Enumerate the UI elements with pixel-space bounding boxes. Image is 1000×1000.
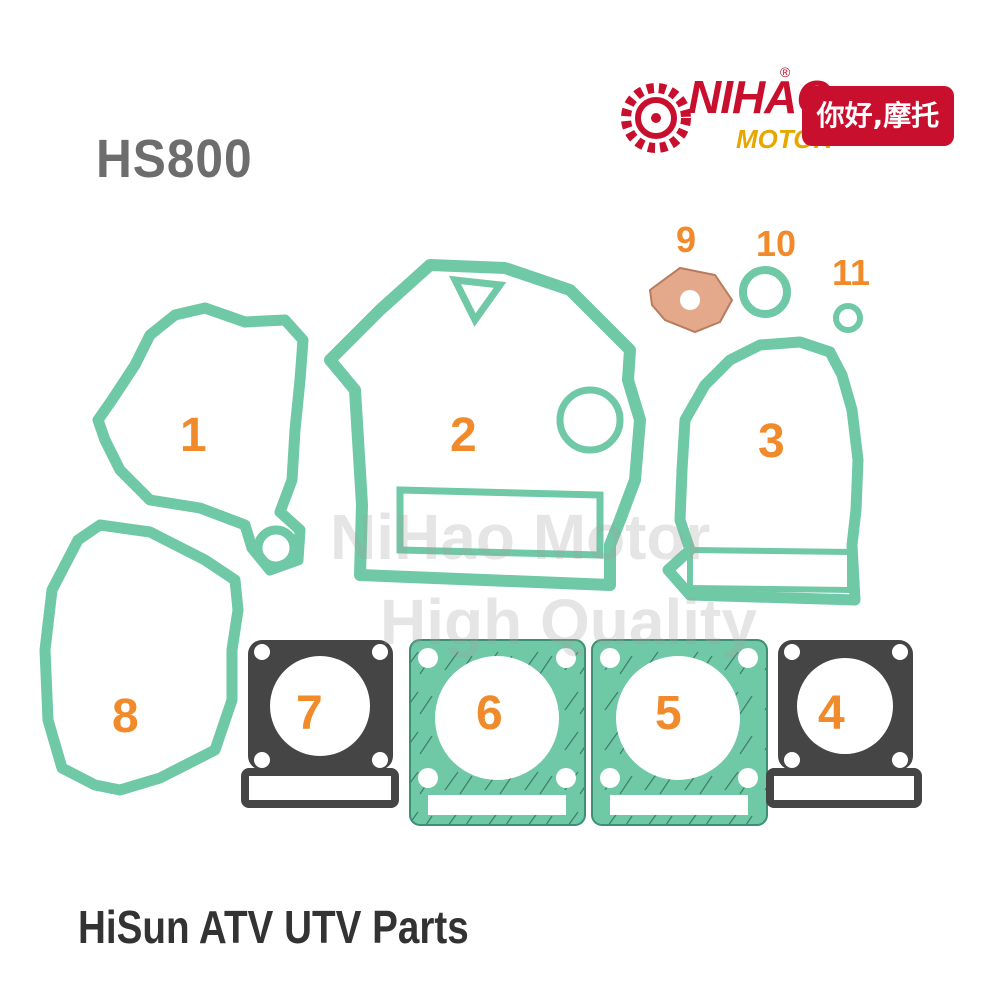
part-number-8: 8 (112, 690, 139, 743)
part-number-3: 3 (758, 415, 785, 468)
gasket-10 (739, 266, 791, 318)
part-number-6: 6 (476, 687, 503, 740)
gasket-9 (648, 266, 734, 334)
logo-chinese-badge: 你好,摩托 (802, 86, 954, 146)
gasket-5 (591, 639, 768, 826)
part-number-1: 1 (180, 409, 207, 462)
gasket-4 (766, 640, 922, 808)
watermark-line-2: High Quality (380, 586, 757, 658)
gasket-1 (92, 302, 309, 576)
part-number-5: 5 (655, 687, 682, 740)
part-number-7: 7 (296, 687, 323, 740)
gasket-2 (324, 259, 646, 591)
gasket-11 (833, 303, 863, 333)
part-number-10: 10 (756, 223, 797, 264)
watermark-line-1: NiHao Motor (330, 501, 711, 573)
part-number-4: 4 (818, 687, 845, 740)
logo-gear-icon (621, 83, 691, 153)
model-title: HS800 (96, 129, 253, 189)
gasket-7 (241, 640, 399, 808)
footer-caption: HiSun ATV UTV Parts (78, 901, 469, 953)
part-number-2: 2 (450, 409, 477, 462)
logo-registered-mark: ® (780, 64, 791, 80)
brand-logo: NIHAO ® MOTOR 你好,摩托 (618, 62, 958, 162)
gasket-8 (39, 519, 244, 796)
part-number-9: 9 (676, 219, 697, 260)
gasket-3 (662, 336, 864, 606)
part-number-11: 11 (832, 252, 871, 293)
gasket-6 (409, 639, 586, 826)
